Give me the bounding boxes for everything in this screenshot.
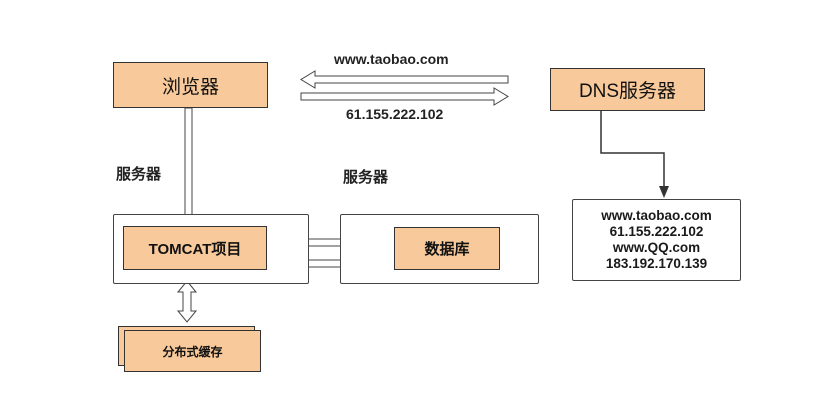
db-server-label: 服务器 — [343, 169, 389, 186]
ip-response-label: 61.155.222.102 — [346, 106, 444, 122]
browser-node-label: 浏览器 — [161, 76, 219, 98]
arrow-tomcat-cache-bidirectional — [176, 280, 198, 323]
arrow-browser-to-tomcat — [179, 107, 198, 229]
arrow-browser-to-dns-response — [300, 87, 509, 106]
browser-node: 浏览器 — [113, 62, 268, 108]
domain-request-label: www.taobao.com — [334, 51, 449, 67]
database-node: 数据库 — [394, 227, 500, 270]
dns-server-node-label: DNS服务器 — [578, 81, 677, 102]
dns-records-box: www.taobao.com 61.155.222.102 www.QQ.com… — [572, 199, 741, 281]
app-server-label: 服务器 — [116, 166, 162, 183]
arrow-dns-to-browser-query — [300, 70, 509, 89]
cache-node-label: 分布式缓存 — [162, 344, 223, 359]
tomcat-node: TOMCAT项目 — [123, 226, 267, 270]
cache-node: 分布式缓存 — [124, 330, 261, 372]
dns-record: www.QQ.com — [612, 240, 701, 255]
database-node-label: 数据库 — [424, 241, 470, 258]
dns-record: 183.192.170.139 — [605, 256, 708, 271]
connector-dns-to-records — [600, 111, 665, 188]
tomcat-node-label: TOMCAT项目 — [148, 240, 242, 258]
arrowhead-dns-records — [659, 186, 669, 198]
dns-record: 61.155.222.102 — [609, 224, 704, 239]
dns-record: www.taobao.com — [601, 208, 712, 223]
dns-server-node: DNS服务器 — [550, 68, 705, 111]
